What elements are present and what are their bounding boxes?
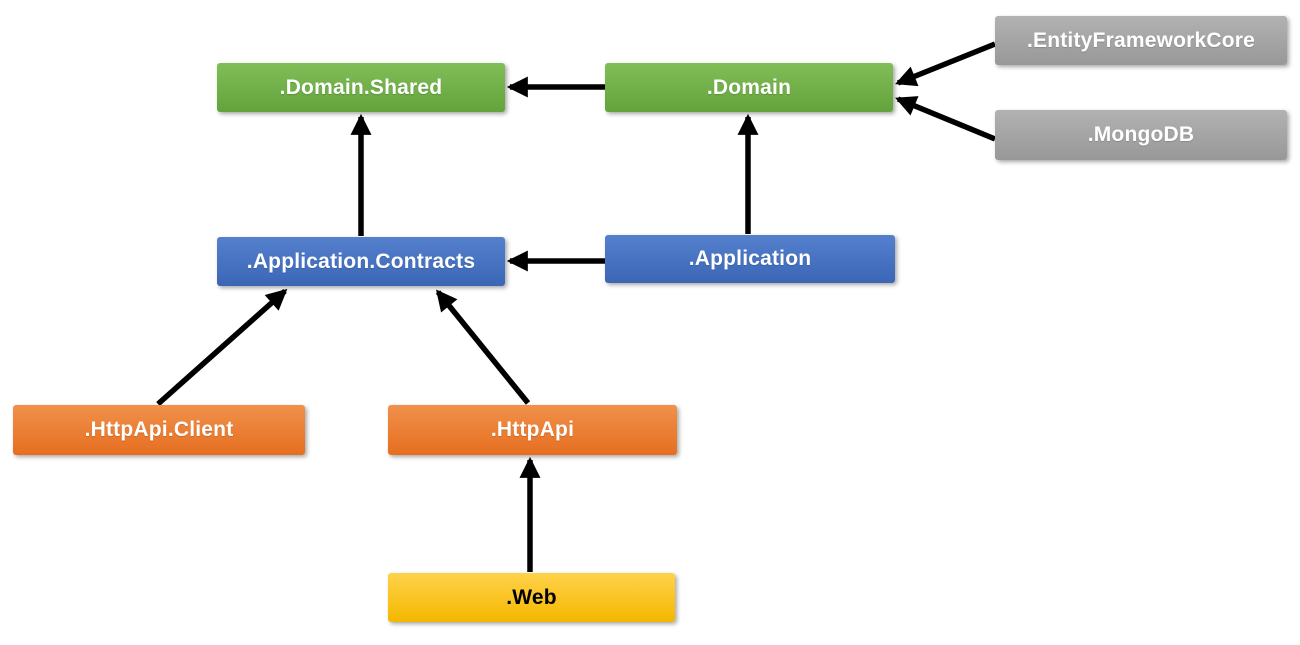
- node-domain: .Domain: [605, 63, 893, 112]
- node-application-contracts: .Application.Contracts: [217, 237, 505, 286]
- edge-httpapi-to-application-contracts: [435, 289, 531, 405]
- node-web: .Web: [388, 573, 675, 622]
- node-httpapi-client: .HttpApi.Client: [13, 405, 305, 455]
- node-domain-shared: .Domain.Shared: [217, 63, 505, 112]
- node-mongodb: .MongoDB: [995, 110, 1287, 160]
- node-entity-framework-core: .EntityFrameworkCore: [995, 16, 1287, 65]
- edge-entity-framework-core-to-domain: [895, 41, 997, 87]
- node-application: .Application: [605, 235, 895, 283]
- edge-httpapi-client-to-application-contracts: [156, 288, 288, 407]
- node-httpapi: .HttpApi: [388, 405, 677, 455]
- edge-mongodb-to-domain: [895, 96, 997, 142]
